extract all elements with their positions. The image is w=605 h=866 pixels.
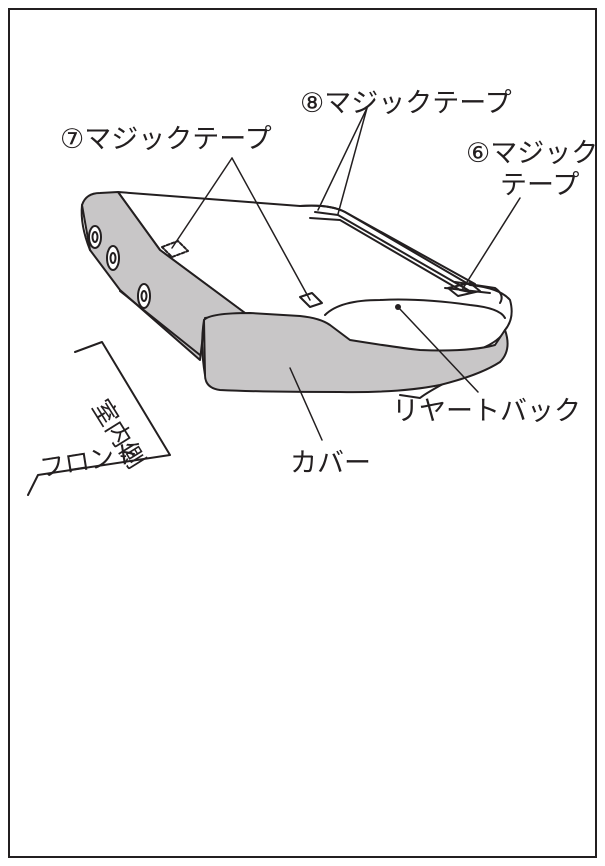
leader-tape8-a xyxy=(337,107,368,215)
label-tape8: ⑧マジックテープ xyxy=(300,88,512,119)
tape7-patch-left xyxy=(161,240,189,258)
leader-tape6 xyxy=(461,197,521,291)
rear-back-pocket xyxy=(324,298,506,319)
label-tape6-line1: ⑥マジック xyxy=(466,138,599,169)
diagram-frame xyxy=(8,8,597,858)
label-tape6-line2: テープ xyxy=(500,170,580,201)
label-tape7: ⑦マジックテープ xyxy=(60,124,272,155)
direction-indicator xyxy=(27,341,171,496)
leader-tape8-b xyxy=(317,107,368,211)
leader-rear-back xyxy=(397,306,479,393)
cover-block xyxy=(203,312,509,394)
leader-cover xyxy=(289,367,323,441)
label-cover: カバー xyxy=(290,448,371,479)
tape7-patch-top xyxy=(299,292,323,308)
left-side-panel xyxy=(81,191,246,361)
tape6-patch xyxy=(447,282,481,297)
leader-tape7-a xyxy=(171,157,233,249)
label-rear-back: リヤートバック xyxy=(392,396,581,427)
leader-tape7-b xyxy=(231,157,311,301)
